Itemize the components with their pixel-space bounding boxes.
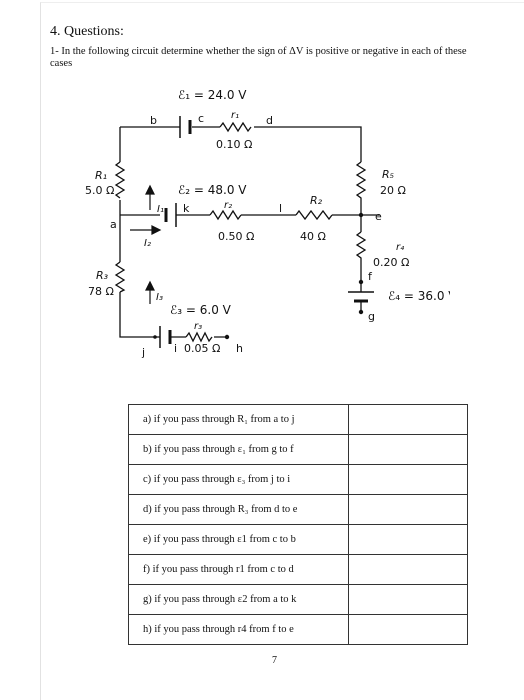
label-node-c: c <box>198 112 204 125</box>
answer-cell[interactable] <box>348 524 468 555</box>
resistor-r4 <box>355 231 367 282</box>
label-r2: r₂ <box>224 200 232 211</box>
label-node-l: l <box>279 202 282 215</box>
resistor-r2 <box>209 209 242 221</box>
answer-cell[interactable] <box>348 434 468 465</box>
label-R2: R₂ <box>310 194 323 207</box>
node-j-dot <box>153 335 157 339</box>
answer-cell[interactable] <box>348 404 468 435</box>
table-row: d) if you pass through R₃ from d to e <box>128 494 468 525</box>
resistor-R2 <box>295 209 333 221</box>
page-number: 7 <box>272 655 277 666</box>
answer-cell[interactable] <box>348 464 468 495</box>
instructions: 1- In the following circuit determine wh… <box>50 46 467 69</box>
label-I1: I₁ <box>157 204 164 215</box>
question-text: c) if you pass through ε₃ from j to i <box>128 464 349 495</box>
label-r3: r₃ <box>194 321 202 332</box>
answer-cell[interactable] <box>348 554 468 585</box>
resistor-R3 <box>114 261 126 293</box>
table-row: h) if you pass through r4 from f to e <box>128 614 468 645</box>
circuit-diagram: ℰ₁ = 24.0 V b c r₁ d 0.10 Ω R₁ 5.0 Ω ℰ₂ … <box>85 88 450 359</box>
section-heading: 4. Questions: <box>50 24 124 39</box>
label-R1-value: 5.0 Ω <box>85 184 114 197</box>
label-r1: r₁ <box>231 110 239 121</box>
answer-cell[interactable] <box>348 614 468 645</box>
answer-cell[interactable] <box>348 584 468 615</box>
resistor-R5 <box>355 161 367 215</box>
label-emf1: ℰ₁ = 24.0 V <box>178 88 247 102</box>
label-R5-value: 20 Ω <box>380 184 406 197</box>
label-I3: I₃ <box>156 292 163 303</box>
label-emf4: ℰ₄ = 36.0 V <box>388 289 450 303</box>
label-r2-value: 0.50 Ω <box>218 230 254 243</box>
label-r4: r₄ <box>396 242 404 253</box>
table-row: g) if you pass through ε2 from a to k <box>128 584 468 615</box>
page-border <box>40 2 524 700</box>
label-r3-value: 0.05 Ω <box>184 342 220 355</box>
label-node-g: g <box>368 310 375 323</box>
table-row: a) if you pass through R₁ from a to j <box>128 404 468 435</box>
label-node-h: h <box>236 342 243 355</box>
label-node-b: b <box>150 114 157 127</box>
label-emf3: ℰ₃ = 6.0 V <box>170 303 232 317</box>
label-R2-value: 40 Ω <box>300 230 326 243</box>
label-R5: R₅ <box>382 168 394 181</box>
node-f-dot <box>358 279 364 285</box>
label-node-i: i <box>174 342 177 355</box>
table-row: b) if you pass through ε₁ from g to f <box>128 434 468 465</box>
label-R1: R₁ <box>95 169 107 182</box>
label-R3: R₃ <box>96 269 109 282</box>
answer-cell[interactable] <box>348 494 468 525</box>
label-node-e: e <box>375 210 382 223</box>
label-R3-value: 78 Ω <box>88 285 114 298</box>
question-text: a) if you pass through R₁ from a to j <box>128 404 349 435</box>
question-text: d) if you pass through R₃ from d to e <box>128 494 349 525</box>
question-text: h) if you pass through r4 from f to e <box>128 614 349 645</box>
label-r1-value: 0.10 Ω <box>216 138 252 151</box>
table-row: f) if you pass through r1 from c to d <box>128 554 468 585</box>
label-node-f: f <box>368 270 373 283</box>
label-node-k: k <box>183 202 190 215</box>
wire-left-lower <box>119 292 160 338</box>
label-node-j: j <box>141 346 145 359</box>
node-g-dot <box>358 309 364 315</box>
table-row: c) if you pass through ε₃ from j to i <box>128 464 468 495</box>
question-text: g) if you pass through ε2 from a to k <box>128 584 349 615</box>
wire-top <box>120 126 362 162</box>
resistor-r1 <box>219 121 252 133</box>
question-text: e) if you pass through ε1 from c to b <box>128 524 349 555</box>
resistor-R1 <box>114 161 126 199</box>
node-h-dot <box>224 334 230 340</box>
question-text: f) if you pass through r1 from c to d <box>128 554 349 585</box>
label-node-d: d <box>266 114 273 127</box>
label-r4-value: 0.20 Ω <box>373 256 409 269</box>
table-row: e) if you pass through ε1 from c to b <box>128 524 468 555</box>
label-I2: I₂ <box>144 238 151 249</box>
questions-table: a) if you pass through R₁ from a to j b)… <box>128 404 468 645</box>
resistor-r3 <box>185 331 213 343</box>
question-text: b) if you pass through ε₁ from g to f <box>128 434 349 465</box>
label-emf2: ℰ₂ = 48.0 V <box>178 183 247 197</box>
label-node-a: a <box>110 218 117 231</box>
node-e-dot <box>358 212 364 218</box>
